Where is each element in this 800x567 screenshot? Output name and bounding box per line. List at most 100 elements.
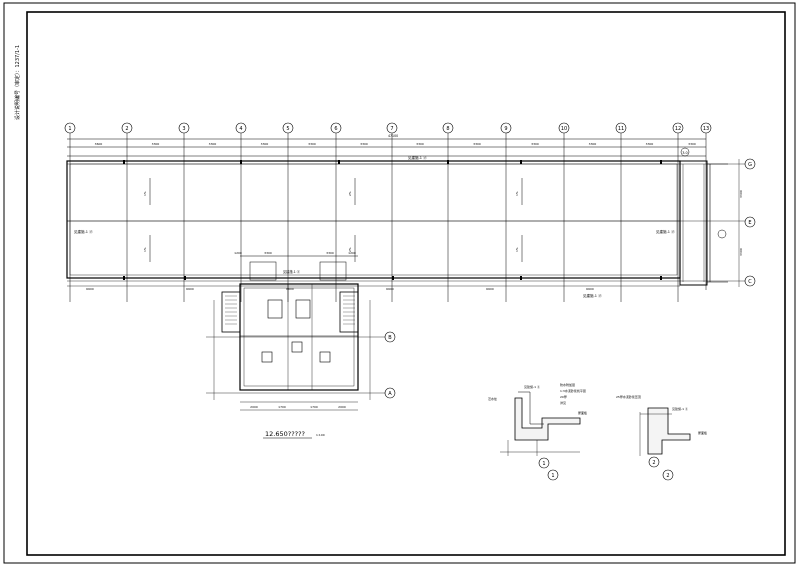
slope-label-5: 1%: [515, 191, 519, 196]
top-span-11: 3300: [646, 142, 654, 146]
row-bubble-C: C: [744, 275, 756, 287]
top-span-7: 3300: [416, 142, 424, 146]
core-top-span-1: 1200: [234, 251, 242, 255]
column-bubble-11: 11: [615, 122, 627, 134]
svg-text:13: 13: [703, 126, 709, 132]
column-bubble-6: 6: [330, 122, 342, 134]
detail-1-label-right: 屋面板: [578, 410, 587, 415]
svg-text:3.0: 3.0: [682, 151, 688, 155]
column-bubble-2: 2: [121, 122, 133, 134]
svg-text:11: 11: [618, 126, 624, 132]
detail-1-label-left: 泛水处: [488, 396, 497, 401]
svg-text:2: 2: [125, 126, 128, 132]
column-bubble-9: 9: [500, 122, 512, 134]
svg-text:E: E: [748, 220, 751, 226]
column-bubble-7: 7: [386, 122, 398, 134]
core-top-features: [240, 255, 358, 281]
slope-label-3: 2%: [348, 191, 352, 196]
svg-text:A: A: [388, 391, 392, 397]
roof-note-top: 见建施-1 ⓓ: [408, 155, 427, 160]
svg-text:2: 2: [666, 473, 669, 479]
column-bubble-8: 8: [442, 122, 454, 134]
row-bubble-A: A: [384, 387, 396, 399]
overall-dimension: 47100: [388, 134, 398, 138]
detail-2-tag: 见建施-1 ⓓ: [672, 406, 688, 411]
detail-1-tag: 见建施-1 ⓓ: [524, 384, 540, 389]
slope-label-2: 1%: [143, 247, 147, 252]
top-span-3: 3300: [209, 142, 217, 146]
core-top-span-3: 3300: [326, 251, 334, 255]
top-span-10: 3300: [589, 142, 597, 146]
top-dimension-chain: [67, 138, 706, 157]
column-bubble-3: 3: [178, 122, 190, 134]
row-grid-lines: [67, 159, 745, 287]
gutter-marker: 3.0: [680, 147, 727, 239]
detail-1-note-d: 详见: [560, 400, 566, 405]
svg-text:9: 9: [504, 126, 507, 132]
detail-2-label: 屋面板: [698, 430, 707, 435]
svg-text:12: 12: [675, 126, 681, 132]
bottom-span-2: 6600: [186, 287, 194, 291]
stair-wing-right: [339, 291, 359, 333]
row-bubble-E: E: [744, 216, 756, 228]
bay-width-4: 2000: [338, 405, 346, 409]
row-bubble-B: B: [384, 331, 396, 343]
column-bubble-5: 5: [282, 122, 294, 134]
svg-text:C: C: [748, 279, 752, 285]
row-grid-core: [206, 300, 385, 400]
svg-text:4: 4: [239, 126, 242, 132]
top-span-8: 3300: [473, 142, 481, 146]
column-bubble-12: 12: [672, 122, 684, 134]
roof-note-left: 见建施-1 ⓓ: [74, 229, 93, 234]
svg-text:G: G: [748, 162, 752, 168]
sheet-outer-border: [3, 2, 796, 564]
svg-text:2: 2: [652, 460, 655, 466]
top-span-2: 3300: [152, 142, 160, 146]
top-span-9: 3300: [531, 142, 539, 146]
svg-text:6: 6: [334, 126, 337, 132]
bay-width-2: 1700: [278, 405, 286, 409]
detail-2-drawing: [639, 407, 691, 456]
svg-text:7: 7: [390, 126, 393, 132]
column-bubble-10: 10: [558, 122, 570, 134]
stair-wing-left: [221, 291, 241, 333]
column-grid-lines: [69, 133, 707, 302]
stair-note: 见建施-1 ⓓ: [283, 269, 301, 274]
view-scale: 1:100: [316, 433, 325, 437]
roof-note-bottom: 见建施-1 ⓓ: [583, 293, 602, 298]
detail-1-drawing: [500, 391, 581, 456]
detail-1-note-a: 防水附加层: [560, 382, 575, 387]
detail-1-note-c: 20厚: [560, 394, 567, 399]
detail-1-marker: 1 1: [538, 457, 559, 481]
roof-note-right: 见建施-1 ⓓ: [656, 229, 675, 234]
bay-width-1: 2000: [250, 405, 258, 409]
main-roof-outline: [66, 160, 728, 286]
bottom-span-3: 6600: [286, 287, 294, 291]
svg-text:10: 10: [561, 126, 567, 132]
detail-2-note: 25厚水泥砂浆压顶: [616, 394, 641, 399]
core-bottom-dim-lines: [240, 401, 358, 411]
core-top-dimension-labels: 1200 3300 3300 1200: [234, 251, 356, 255]
column-bubble-13: 13: [700, 122, 712, 134]
bottom-span-5: 6600: [486, 287, 494, 291]
slope-label-6: 1%: [515, 247, 519, 252]
core-top-span-2: 3300: [264, 251, 272, 255]
top-span-5: 3300: [308, 142, 316, 146]
svg-text:1: 1: [68, 126, 71, 132]
svg-text:5: 5: [286, 126, 289, 132]
bottom-span-6: 6600: [586, 287, 594, 291]
right-dim-2: 3300: [739, 248, 743, 256]
top-span-4: 3300: [261, 142, 269, 146]
detail-2-marker: 2 2: [648, 456, 674, 481]
core-top-span-4: 1200: [348, 251, 356, 255]
view-title: 12.650?????: [265, 430, 305, 438]
detail-1-note-b: 1:3水泥砂浆找平层: [560, 388, 586, 393]
sheet-inner-border: [26, 11, 786, 556]
column-bubble-1: 1: [64, 122, 76, 134]
column-bubble-4: 4: [235, 122, 247, 134]
